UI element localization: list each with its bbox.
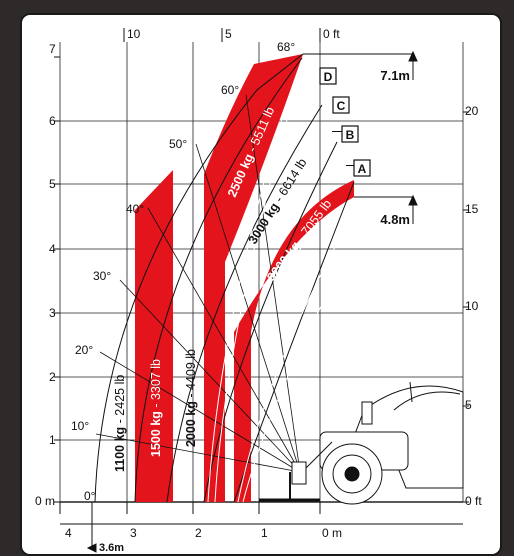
load-separator: - — [184, 390, 198, 401]
angle-label: 50° — [169, 137, 187, 151]
height-label-mid: 4.8m — [380, 212, 410, 227]
angle-labels: 0° 10° 20° 30° 40° 50° 60° 68° — [71, 40, 295, 503]
angle-label: 0° — [84, 489, 96, 503]
arc-d — [134, 57, 303, 502]
axis-m-bottom-label: 2 — [195, 526, 202, 540]
zone-3200kg — [234, 180, 354, 502]
arrow-up-icon — [408, 194, 418, 206]
load-labels: 1100 kg - 2425 lb 1500 kg - 3307 lb 2000… — [113, 105, 334, 472]
axis-ft-right-label: 10 — [465, 299, 479, 313]
zone-white-arcs — [207, 101, 351, 503]
axis-m-bottom-label: 1 — [261, 526, 268, 540]
arrow-up-icon — [408, 50, 418, 62]
angle-label: 20° — [75, 343, 93, 357]
angle-ray-30 — [119, 279, 301, 473]
zone-2000kg — [204, 54, 303, 502]
load-label-1500: 1500 kg - 3307 lb — [149, 359, 163, 457]
axis-m-left-label: 3 — [49, 306, 56, 320]
angle-ray-50 — [195, 143, 301, 473]
load-kg: 1500 kg — [149, 411, 163, 457]
load-zones — [135, 54, 354, 502]
axis-ft-right-label: 5 — [465, 398, 472, 412]
axis-m-left-label: 7 — [49, 42, 56, 56]
marker-connectors — [332, 131, 354, 166]
axis-labels: 0 m 1 2 3 4 5 6 7 0 ft 5 10 15 20 10 5 0… — [35, 27, 482, 540]
axis-ft-top-label: 10 — [127, 27, 141, 41]
load-separator: - — [113, 416, 127, 427]
arc-c — [166, 104, 323, 502]
wheel-hub-icon — [344, 466, 360, 482]
load-label-1100: 1100 kg - 2425 lb — [113, 375, 127, 472]
axis-m-left-label: 1 — [49, 433, 56, 447]
angle-ray-20 — [99, 351, 301, 473]
marker-letters: A B C D — [324, 70, 367, 176]
boom-head — [361, 401, 373, 425]
height-label-max: 7.1m — [380, 68, 410, 83]
angle-label: 30° — [93, 269, 111, 283]
marker-box-c — [332, 96, 350, 114]
zone-arc — [237, 233, 343, 503]
cab-roof-line — [393, 391, 461, 411]
axis-m-left-label: 0 m — [35, 494, 55, 508]
axis-m-bottom-label: 4 — [65, 526, 72, 540]
height-indicators — [86, 50, 418, 553]
marker-connector — [346, 165, 354, 166]
marker-b: B — [346, 128, 355, 142]
axis-ft-right-label: 15 — [465, 202, 479, 216]
zone-1500kg — [135, 170, 173, 502]
angle-ray-60 — [245, 94, 301, 473]
outer-envelope-arc — [94, 53, 304, 502]
zone-arc — [207, 111, 285, 503]
angle-label: 68° — [277, 40, 295, 54]
arrow-left-icon — [86, 543, 97, 553]
marker-c: C — [337, 99, 346, 113]
load-chart-card: 0 m 1 2 3 4 5 6 7 0 ft 5 10 15 20 10 5 0… — [20, 13, 502, 556]
angle-label: 60° — [221, 83, 239, 97]
load-kg: 1100 kg — [113, 427, 127, 472]
height-labels: 7.1m 4.8m — [380, 68, 410, 227]
boom-arm — [305, 441, 333, 469]
marker-boxes — [319, 67, 371, 177]
angle-rays — [95, 94, 301, 473]
axis-ft-right-label: 0 ft — [465, 494, 482, 508]
axis-m-left-label: 2 — [49, 370, 56, 384]
axis-ft-right-label: 20 — [465, 104, 479, 118]
zone-arc — [242, 251, 351, 503]
angle-label: 10° — [71, 419, 89, 433]
marker-d: D — [324, 70, 333, 84]
fork-plate — [291, 461, 307, 485]
axis-m-bottom-label: 3 — [130, 526, 137, 540]
arc-b — [203, 141, 338, 502]
axis-m-left-label: 5 — [49, 177, 56, 191]
load-label-2000: 2000 kg - 4409 lb — [184, 349, 198, 447]
axis-m-left-label: 4 — [49, 242, 56, 256]
axis-m-bottom-label: 0 m — [322, 526, 342, 540]
load-lb: 3307 lb — [149, 359, 163, 400]
angle-label: 40° — [126, 202, 144, 216]
telehandler-machine — [259, 381, 464, 505]
axis-ticks — [54, 28, 469, 548]
axis-ft-top-label: 5 — [225, 27, 232, 41]
reach-label: 3.6m — [99, 542, 124, 554]
marker-box-b — [341, 125, 359, 143]
marker-connector — [332, 131, 342, 132]
load-lb: 4409 lb — [184, 349, 198, 390]
load-separator: - — [244, 141, 261, 157]
marker-a: A — [358, 162, 367, 176]
angle-ray-10 — [95, 433, 301, 473]
axis-ft-top-label: 0 ft — [323, 27, 340, 41]
angle-ray-40 — [147, 207, 301, 473]
load-kg: 2000 kg — [184, 401, 198, 447]
marker-box-a — [353, 159, 371, 177]
load-chart-diagram: 0 m 1 2 3 4 5 6 7 0 ft 5 10 15 20 10 5 0… — [35, 27, 482, 554]
load-separator: - — [149, 400, 163, 411]
load-lb: 2425 lb — [113, 375, 127, 416]
zone-arc — [214, 101, 293, 503]
load-lb: 6614 lb — [276, 156, 310, 198]
cab-mirror — [409, 381, 413, 403]
marker-box-d — [319, 67, 337, 85]
axis-m-left-label: 6 — [49, 114, 56, 128]
